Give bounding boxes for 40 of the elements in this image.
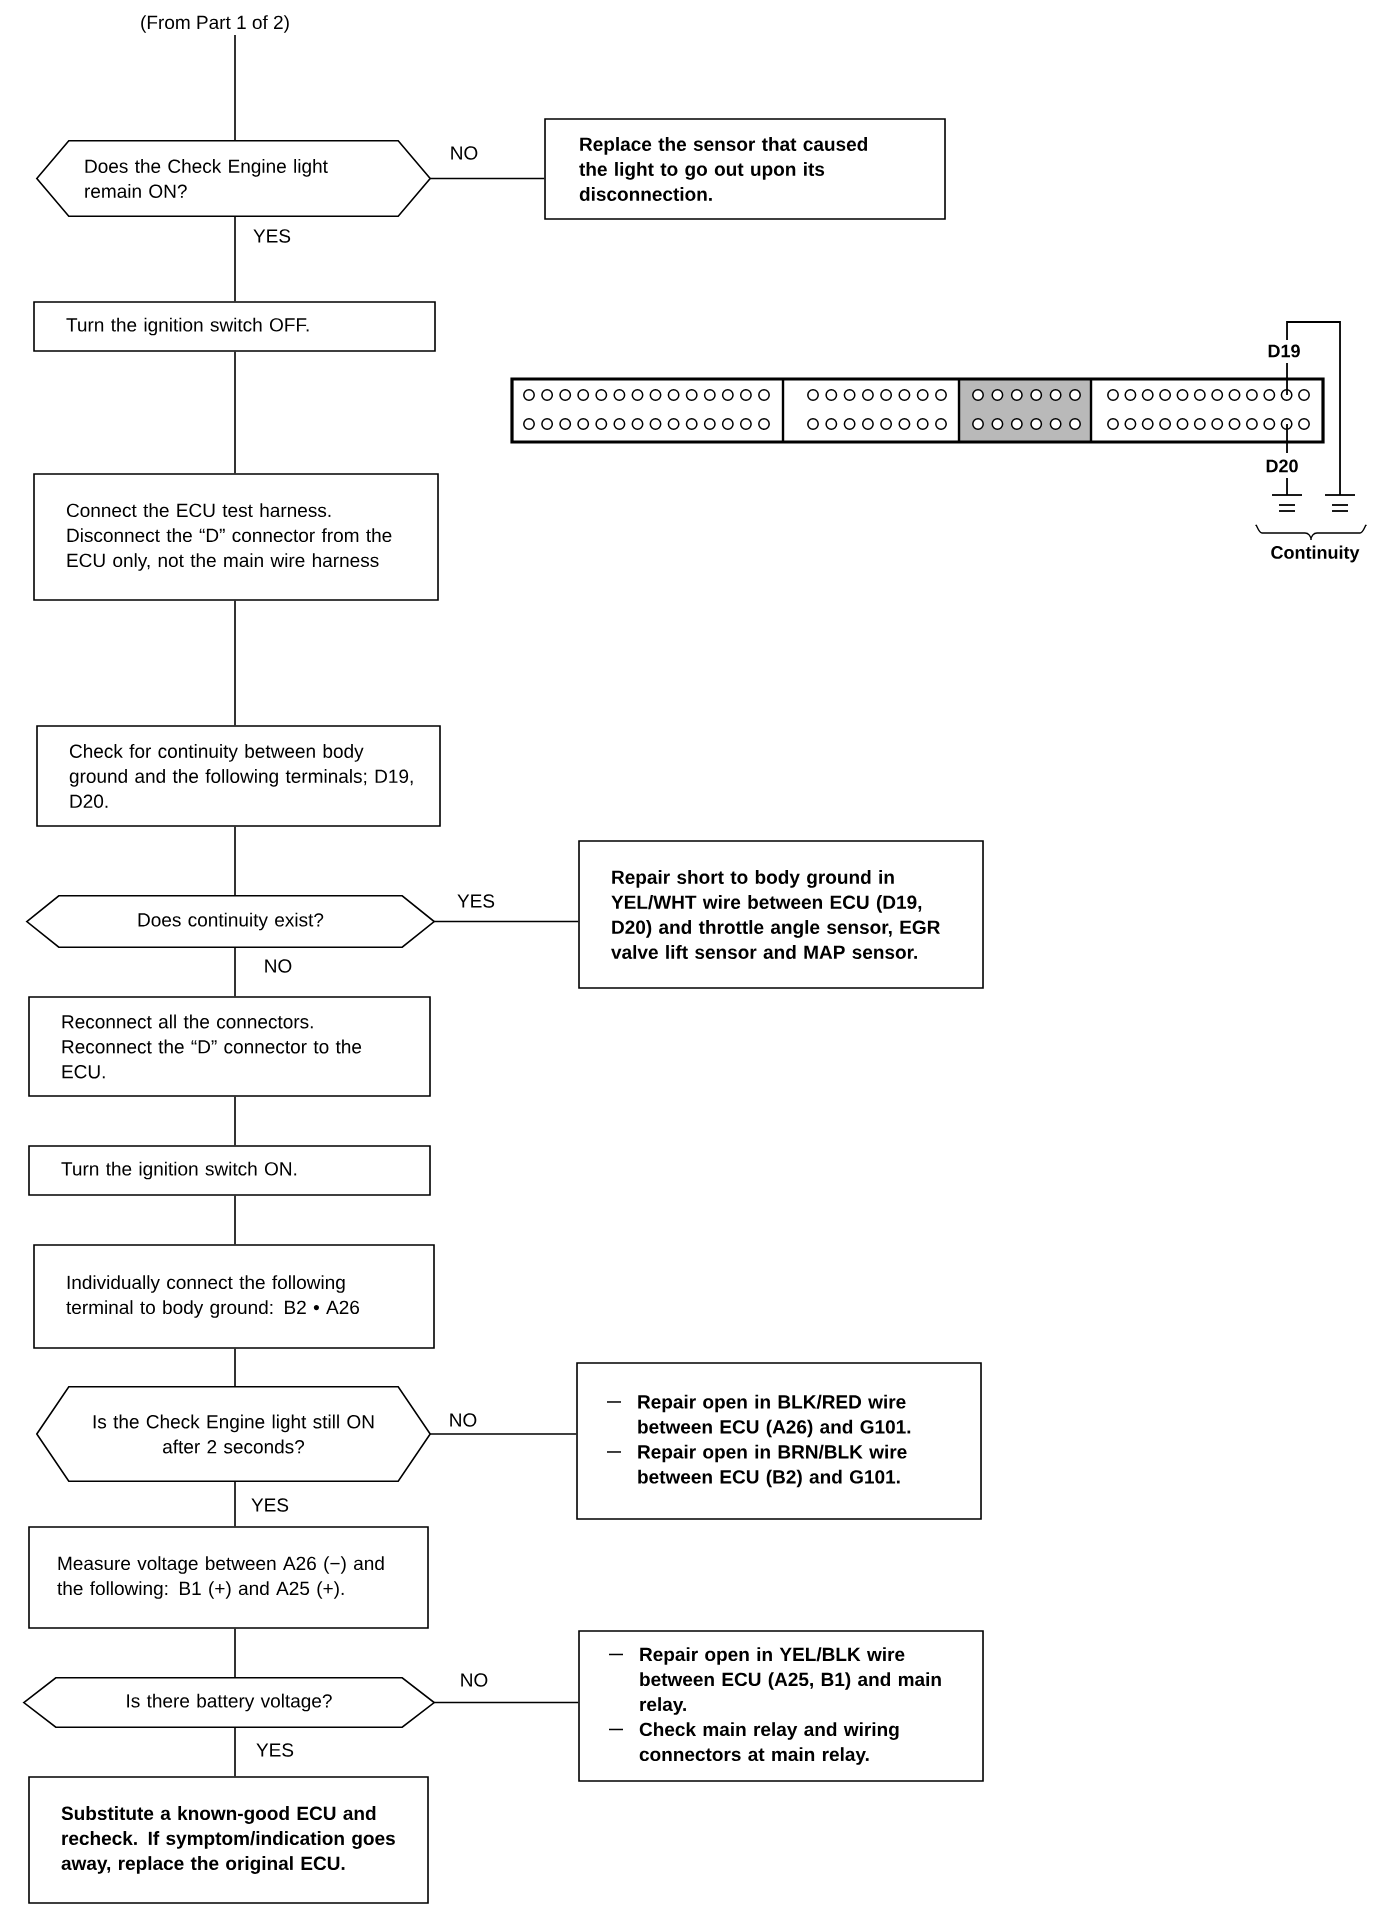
connector-line	[234, 1726, 236, 1777]
connector-line	[234, 826, 236, 897]
connector-line	[433, 1701, 579, 1704]
process-box: Repair open in YEL/BLK wire between ECU (A25, B1) and main relay. Check main relay and wiring connectors at main relay.	[578, 1630, 984, 1782]
process-box: Repair open in BLK/RED wire between ECU (A26) and G101. Repair open in BRN/BLK wire between ECU (B2) and G101.	[576, 1362, 982, 1520]
process-box: Turn the ignition switch ON.	[28, 1145, 431, 1196]
connector-line	[234, 1348, 236, 1388]
connector-line	[234, 946, 236, 997]
process-box: Individually connect the following terminal to body ground: B2 • A26	[33, 1244, 435, 1349]
connector-line	[234, 600, 236, 726]
process-box: Turn the ignition switch OFF.	[33, 301, 436, 352]
edge-label: NO	[451, 146, 478, 160]
process-box: Repair short to body ground in YEL/WHT wire between ECU (D19, D20) and throttle angle sensor, EGR valve lift sensor and MAP sensor.	[578, 840, 984, 989]
connector-line	[234, 34, 236, 142]
origin-note: (From Part 1 of 2)	[141, 15, 289, 33]
connector-line	[234, 1628, 236, 1679]
connector-line	[234, 1480, 236, 1527]
connector-line	[234, 215, 236, 302]
process-box: Reconnect all the connectors. Reconnect the “D” connector to the ECU.	[28, 996, 431, 1097]
edge-label: YES	[256, 1743, 294, 1757]
process-box: Replace the sensor that caused the light to go out upon its disconnection.	[544, 118, 946, 220]
connector-line	[234, 1096, 236, 1146]
connector-line	[234, 1195, 236, 1245]
pin-label: D20	[1266, 459, 1298, 473]
edge-label: NO	[450, 1413, 477, 1427]
edge-label: YES	[251, 1498, 289, 1512]
process-box: Connect the ECU test harness. Disconnect the “D” connector from the ECU only, not the main wire harness	[33, 473, 439, 601]
edge-label: NO	[265, 959, 292, 973]
connector-line	[433, 920, 579, 923]
process-box: Measure voltage between A26 (−) and the following: B1 (+) and A25 (+).	[28, 1526, 429, 1629]
process-box: Substitute a known-good ECU and recheck. If symptom/indication goes away, replace the original ECU.	[28, 1776, 429, 1904]
edge-label: YES	[253, 229, 291, 243]
connector-line	[429, 1433, 577, 1435]
connector-line	[429, 177, 545, 180]
continuity-label: Continuity	[1271, 545, 1360, 563]
edge-label: NO	[461, 1673, 488, 1687]
pin-label: D19	[1268, 344, 1300, 358]
connector-line	[234, 351, 236, 474]
edge-label: YES	[457, 894, 495, 908]
process-box: Check for continuity between body ground and the following terminals; D19, D20.	[36, 725, 441, 827]
